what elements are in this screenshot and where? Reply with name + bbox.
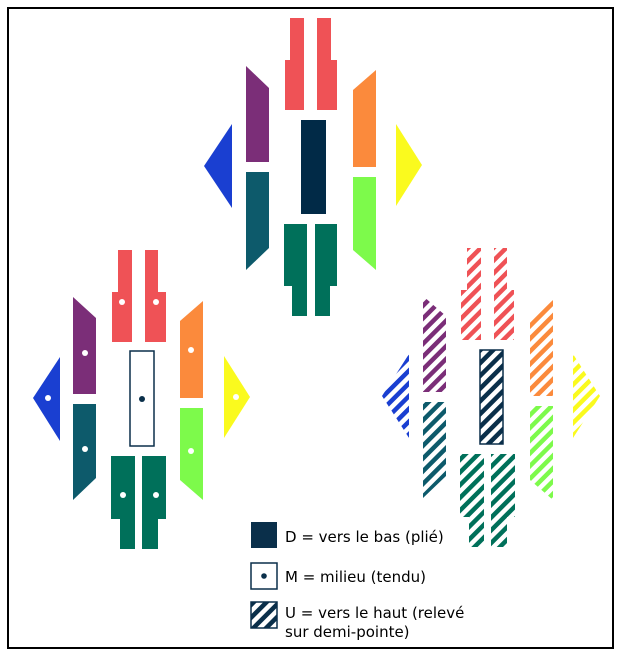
legend-label-u-line2: sur demi-pointe) (285, 623, 410, 641)
left-hand-shape (204, 124, 232, 208)
head-right-shape (145, 250, 166, 342)
figure-left (33, 250, 250, 549)
left-leg-shape (460, 454, 484, 547)
frame-border (7, 7, 614, 649)
right-hand-shape (573, 354, 600, 438)
right-leg-shape (142, 456, 166, 549)
legend-label-m: M = milieu (tendu) (285, 568, 426, 586)
right-arm-upper-shape (353, 70, 376, 167)
torso-shape (301, 120, 326, 214)
dot-square-icon-dot (261, 573, 267, 579)
left-arm-upper-shape (73, 297, 96, 394)
head-left-shape (461, 248, 481, 340)
left-arm-lower-shape (73, 404, 96, 500)
left-arm-upper-shape (246, 66, 269, 162)
right-arm-upper-shape (530, 300, 553, 396)
right-hand-shape (396, 124, 422, 206)
right-leg-shape (315, 224, 337, 316)
legend-item-u: U = vers le haut (relevé sur demi-pointe… (250, 601, 464, 641)
left-arm-lower-shape (423, 402, 446, 498)
midlevel-dots (45, 299, 239, 498)
legend-item-d: D = vers le bas (plié) (251, 522, 444, 548)
legend-label-u-line1: U = vers le haut (relevé (285, 604, 464, 622)
hatched-square-icon (250, 601, 278, 629)
torso-shape (479, 349, 504, 445)
legend-item-m: M = milieu (tendu) (250, 562, 426, 590)
figure-right (382, 248, 600, 547)
left-arm-upper-shape (423, 296, 446, 392)
right-arm-lower-shape (180, 408, 203, 500)
head-left-shape (112, 250, 132, 342)
right-arm-lower-shape (530, 406, 553, 500)
legend-label-d: D = vers le bas (plié) (285, 528, 444, 546)
left-arm-lower-shape (246, 172, 269, 270)
head-right-shape (494, 248, 514, 340)
left-leg-shape (284, 224, 307, 316)
head-left-shape (285, 18, 304, 110)
filled-square-icon (251, 522, 277, 548)
legend: D = vers le bas (plié) M = milieu (tendu… (250, 522, 464, 641)
right-arm-lower-shape (353, 177, 376, 270)
right-leg-shape (491, 454, 515, 547)
figure-top (204, 18, 422, 316)
left-leg-shape (111, 456, 135, 549)
left-hand-shape (382, 354, 409, 438)
head-right-shape (317, 18, 337, 110)
